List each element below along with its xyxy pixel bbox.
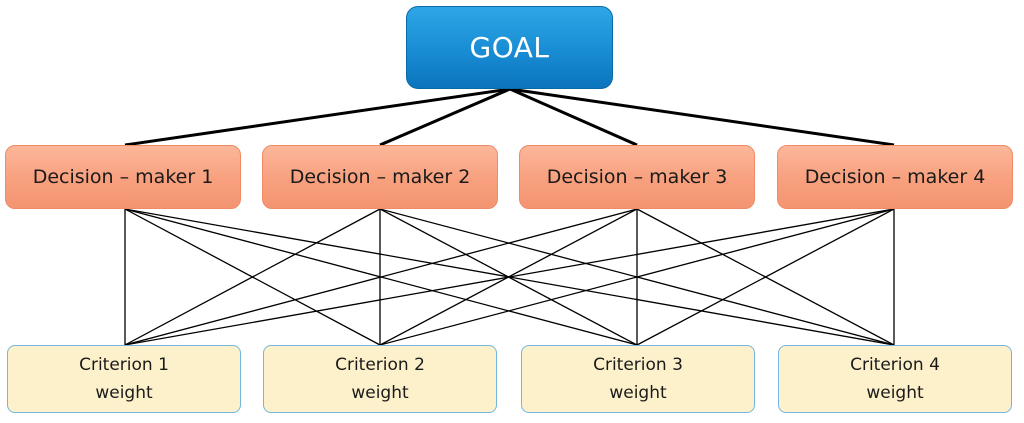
decision-maker-1-label: Decision – maker 1 xyxy=(32,166,214,188)
criterion-3-weight: weight xyxy=(609,383,667,403)
decision-maker-4-to-criterion-3-line xyxy=(636,208,895,346)
decision-maker-2-to-criterion-1-line xyxy=(124,208,381,346)
decision-maker-3-label: Decision – maker 3 xyxy=(546,166,728,188)
criterion-1-title: Criterion 1 xyxy=(79,354,169,375)
criterion-1-weight: weight xyxy=(95,383,153,403)
decision-maker-4-to-criterion-1-line xyxy=(124,208,895,346)
goal-to-decision-maker-1-line xyxy=(124,87,511,147)
criterion-4-weight: weight xyxy=(866,383,924,403)
decision-maker-3-box: Decision – maker 3 xyxy=(519,145,755,209)
goal-box: GOAL xyxy=(406,6,613,89)
decision-maker-4-to-criterion-2-line xyxy=(379,208,895,346)
decision-maker-2-label: Decision – maker 2 xyxy=(289,166,471,188)
decision-maker-4-label: Decision – maker 4 xyxy=(804,166,986,188)
goal-to-decision-maker-2-line xyxy=(379,87,511,147)
criterion-2-title: Criterion 2 xyxy=(335,354,425,375)
decision-maker-2-box: Decision – maker 2 xyxy=(262,145,498,209)
criterion-2-box: Criterion 2 weight xyxy=(263,345,497,413)
criterion-3-box: Criterion 3 weight xyxy=(521,345,755,413)
criterion-4-box: Criterion 4 weight xyxy=(778,345,1012,413)
goal-to-decision-maker-3-line xyxy=(509,87,638,147)
criterion-3-title: Criterion 3 xyxy=(593,354,683,375)
decision-maker-3-to-criterion-1-line xyxy=(124,208,638,346)
criterion-4-title: Criterion 4 xyxy=(850,354,940,375)
goal-label: GOAL xyxy=(469,31,550,64)
criterion-1-box: Criterion 1 weight xyxy=(7,345,241,413)
decision-maker-1-box: Decision – maker 1 xyxy=(5,145,241,209)
decision-maker-4-box: Decision – maker 4 xyxy=(777,145,1013,209)
goal-to-decision-maker-4-line xyxy=(509,87,895,147)
criterion-2-weight: weight xyxy=(351,383,409,403)
